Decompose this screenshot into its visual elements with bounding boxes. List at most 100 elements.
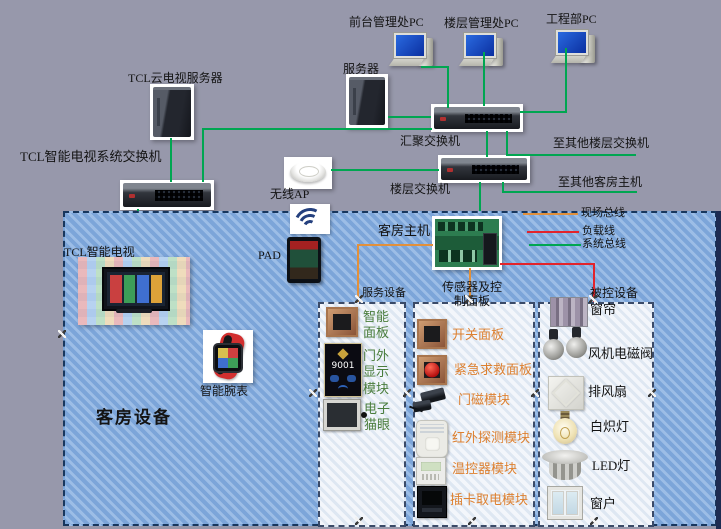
net-line [479,182,481,218]
electronic-peephole-icon [323,399,367,431]
legend-load-line-swatch [527,231,579,233]
door-display-module-icon: 9001 [324,343,362,397]
aggregation-switch-icon [431,104,523,132]
floor-mgmt-pc-label: 楼层管理处PC [444,16,519,30]
field-bus-line [357,244,359,304]
sensor-panel-title: 传感器及控制面板 [441,280,502,308]
emergency-panel-icon [417,355,447,385]
front-desk-pc-icon [388,32,435,72]
curtain-icon [550,297,588,327]
tv-system-switch-icon [120,180,214,210]
switch-panel-label: 开关面板 [452,327,505,342]
selection-handle [465,295,473,303]
net-line [506,154,636,156]
wireless-ap-label: 无线AP [270,187,310,201]
server-label: 服务器 [343,62,380,76]
load-line [500,263,595,265]
net-line [202,128,432,130]
switch-panel-icon [417,319,447,349]
server-icon [346,74,388,128]
net-line [421,66,449,68]
net-line [331,169,439,171]
to-other-floor-switches-label: 至其他楼层交换机 [553,136,650,150]
led-light-label: LED灯 [592,458,631,473]
legend-system-bus-swatch [529,244,581,246]
net-line [486,131,488,157]
exhaust-fan-label: 排风扇 [588,384,628,399]
net-line [502,191,637,193]
curtain-label: 窗帘 [590,302,617,317]
net-line [170,138,172,182]
selection-handle [58,330,66,338]
right-edge-strip [716,211,721,529]
legend-load-line-label: 负载线 [582,225,615,237]
net-line [502,182,504,192]
wifi-signal-icon [289,203,331,245]
fan-solenoid-valve-label: 风机电磁阀 [588,346,654,361]
aggregation-switch-label: 汇聚交换机 [400,134,461,148]
wireless-ap-icon [284,157,332,189]
legend-field-bus-label: 现场总线 [581,207,625,219]
net-line [447,66,449,108]
field-bus-line [357,244,433,246]
tv-system-switch-label: TCL智能电视系统交换机 [20,149,162,164]
thermostat-module-icon [416,457,446,485]
incandescent-lamp-icon [551,411,579,447]
window-icon [547,486,583,520]
pad-icon [287,237,321,283]
smart-tv-label: TCL智能电视 [64,245,135,259]
controlled-devices-title: 被控设备 [590,286,639,300]
door-magnet-module-label: 门磁模块 [458,392,511,407]
emergency-panel-label: 紧急求救面板 [454,362,533,377]
door-display-module-label: 门外显示模块 [363,348,390,396]
net-line [520,111,567,113]
field-bus-line [469,268,471,304]
floor-mgmt-pc-icon [458,32,505,72]
floor-switch-label: 楼层交换机 [390,182,451,196]
selection-handle [355,295,363,303]
card-power-module-icon [417,486,447,518]
legend-system-bus-label: 系统总线 [582,238,626,250]
cloud-tv-server-label: TCL云电视服务器 [128,71,223,85]
infrared-detector-module-icon [416,420,448,458]
cloud-tv-server-icon [150,84,194,140]
legend-field-bus-swatch [523,213,578,215]
smart-panel-icon [326,307,358,337]
smart-watch-label: 智能腕表 [200,384,249,398]
selection-handle [468,517,476,525]
window-label: 窗户 [590,496,617,511]
selection-handle [589,295,597,303]
selection-handle [648,389,656,397]
net-line [483,52,485,106]
electronic-peephole-label: 电子猫眼 [364,401,391,433]
net-line [565,48,567,113]
room-host-label: 客房主机 [378,223,431,238]
to-other-room-hosts-label: 至其他客房主机 [558,175,643,189]
infrared-detector-module-label: 红外探测模块 [452,430,531,445]
smart-watch-icon [203,330,253,383]
selection-handle [309,389,317,397]
pad-label: PAD [258,248,281,262]
service-devices-title: 服务设备 [362,287,406,299]
selection-handle [355,517,363,525]
fan-solenoid-valve-icon [543,327,587,369]
front-desk-pc-label: 前台管理处PC [349,15,424,29]
net-line [202,128,204,182]
selection-handle [590,517,598,525]
net-line [506,131,508,155]
net-line [388,116,431,118]
thermostat-module-label: 温控器模块 [452,461,518,476]
selection-handle [403,389,411,397]
smart-panel-label: 智能面板 [363,309,390,341]
smart-tv-icon [78,257,190,325]
incandescent-lamp-label: 白炽灯 [590,419,630,434]
engineering-pc-icon [550,29,597,69]
card-power-module-label: 插卡取电模块 [450,492,529,507]
guest-room-devices-label: 客房设备 [96,408,172,427]
led-light-icon [542,450,588,484]
door-magnet-module-icon [409,387,449,416]
room-host-icon [432,216,502,270]
floor-switch-icon [438,155,530,183]
selection-handle [531,389,539,397]
